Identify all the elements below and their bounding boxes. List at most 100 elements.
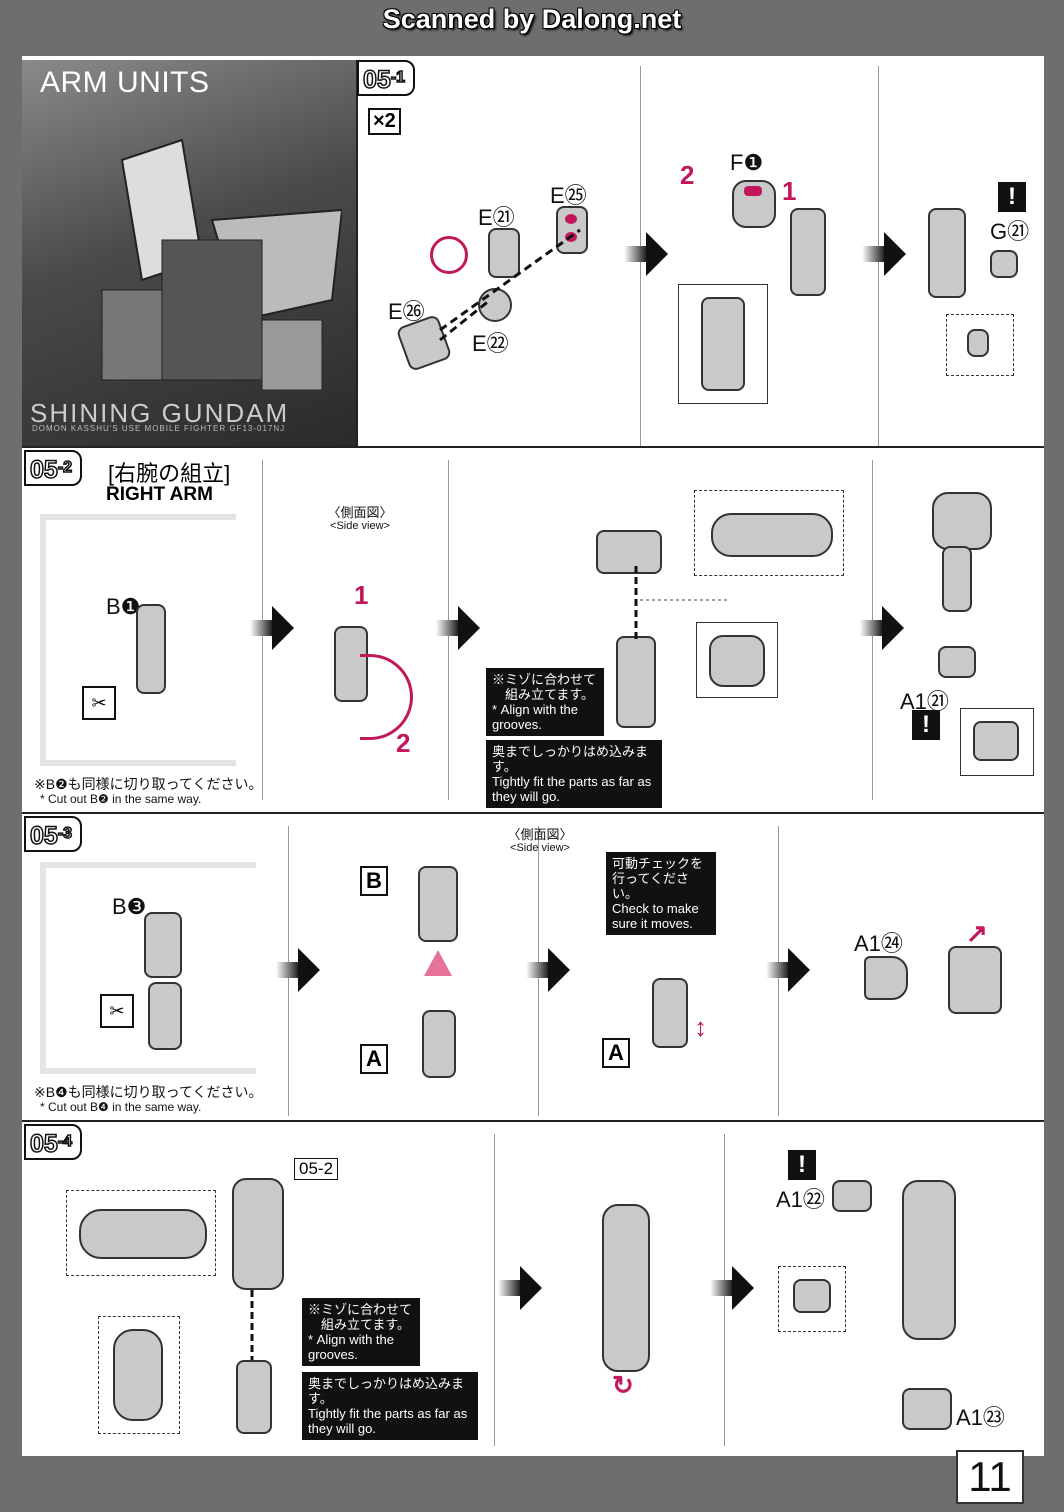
page-number: 11 xyxy=(956,1450,1024,1504)
part-label-e21: E㉑ xyxy=(478,205,515,230)
part-a1-24 xyxy=(864,956,908,1000)
side-view-label-jp: 〈側面図〉 xyxy=(507,827,573,842)
hero-subtitle: DOMON KASSHU'S USE MOBILE FIGHTER GF13-0… xyxy=(32,424,286,433)
sprue-runner xyxy=(40,514,236,766)
part-b3-arm xyxy=(148,982,182,1050)
arm-assembly xyxy=(902,1180,956,1340)
part-elbow xyxy=(596,530,662,574)
grooves-callout: ※ミゾに合わせて 組み立てます。* Align with the grooves… xyxy=(302,1298,420,1366)
hand-part xyxy=(418,866,458,942)
part-g21 xyxy=(990,250,1018,278)
next-arrow xyxy=(436,606,480,650)
joint-detail xyxy=(711,513,833,557)
row-divider xyxy=(22,812,1044,814)
nipper-icon: ✂ xyxy=(100,994,134,1028)
part-elbow xyxy=(932,492,992,550)
nipper-icon: ✂ xyxy=(82,686,116,720)
part-label-b1: B❶ xyxy=(106,594,141,619)
rotation-arrow: ↻ xyxy=(612,1370,634,1400)
part-f1 xyxy=(732,180,776,228)
part-a1-22 xyxy=(832,1180,872,1212)
cut-note-jp: ※B❹も同様に切り取ってください。 xyxy=(34,1084,263,1100)
caution-icon: ! xyxy=(912,710,940,740)
step-number: 05 xyxy=(29,455,58,485)
step-2-marker: 2 xyxy=(680,160,695,190)
socket-detail xyxy=(709,635,765,687)
step-sub: -4 xyxy=(57,1132,73,1151)
next-arrow xyxy=(862,232,906,276)
dashed-arrows xyxy=(250,1290,254,1360)
next-arrow xyxy=(766,948,810,992)
step-reference: 05-2 xyxy=(294,1158,339,1180)
grooves-en: * Align with the grooves. xyxy=(492,702,578,732)
step-05-1-label: 05-1 xyxy=(357,60,416,96)
step-2-marker: 2 xyxy=(396,728,411,758)
arm-part xyxy=(422,1010,456,1078)
hero-panel: ARM UNITS SHINING GUNDAM DOMON KASSHU'S … xyxy=(22,60,358,446)
detail-box xyxy=(66,1190,216,1276)
step-1-marker: 1 xyxy=(782,176,797,206)
socket-detail xyxy=(973,721,1019,761)
grooves-jp: ※ミゾに合わせて 組み立てます。 xyxy=(308,1302,413,1332)
step-sub: -1 xyxy=(390,68,406,87)
arm-assembly xyxy=(232,1178,284,1290)
step-number: 05 xyxy=(29,1129,58,1159)
tight-en: Tightly fit the parts as far as they wil… xyxy=(308,1406,468,1436)
check-jp: 可動チェックを 行ってください。 xyxy=(612,856,704,901)
socket-detail xyxy=(113,1329,163,1421)
tight-fit-callout: 奥までしっかりはめ込みます。Tightly fit the parts as f… xyxy=(486,740,662,808)
part-label-a1-22: A1㉒ xyxy=(776,1187,825,1212)
part-g21-detail xyxy=(967,329,989,357)
assembled-part xyxy=(701,297,745,391)
tight-jp: 奥までしっかりはめ込みます。 xyxy=(492,744,649,774)
side-view-label-en: <Side view> xyxy=(330,520,390,532)
detail-box xyxy=(960,708,1034,776)
part-upper-arm xyxy=(942,546,972,612)
detail-box xyxy=(98,1316,180,1434)
detail-box xyxy=(946,314,1014,376)
cut-note-jp: ※B❷も同様に切り取ってください。 xyxy=(34,776,263,792)
multiplier-badge: ×2 xyxy=(368,108,401,135)
part-label-b3: B❸ xyxy=(112,894,147,919)
step-number: 05 xyxy=(362,65,391,95)
next-arrow xyxy=(250,606,294,650)
arm-assembly xyxy=(928,208,966,298)
caution-icon: ! xyxy=(788,1150,816,1180)
part-label-e22: E㉒ xyxy=(472,331,509,356)
caution-icon: ! xyxy=(998,182,1026,212)
step-number: 05 xyxy=(29,821,58,851)
part-b3-hand xyxy=(144,912,182,978)
part-a1-22-detail xyxy=(793,1279,831,1313)
rotation-arrow: ↕ xyxy=(694,1012,707,1042)
part-label-a1-23: A1㉓ xyxy=(956,1405,1005,1430)
tight-en: Tightly fit the parts as far as they wil… xyxy=(492,774,652,804)
next-arrow xyxy=(860,606,904,650)
step-title-en: RIGHT ARM xyxy=(106,484,213,505)
next-arrow xyxy=(624,232,668,276)
part-group-label-a: A xyxy=(602,1038,630,1068)
hero-name: SHINING GUNDAM xyxy=(30,398,290,428)
step-05-3-label: 05-3 xyxy=(24,816,83,852)
detail-box xyxy=(696,622,778,698)
part-group-label-b: B xyxy=(360,866,388,896)
step-1-marker: 1 xyxy=(354,580,369,610)
detail-box xyxy=(778,1266,846,1332)
joint-detail xyxy=(79,1209,207,1259)
next-arrow xyxy=(526,948,570,992)
insert-arrow xyxy=(424,950,452,976)
step-sub: -3 xyxy=(57,824,73,843)
arm-assembly xyxy=(948,946,1002,1014)
row-divider xyxy=(22,1120,1044,1122)
part-e21 xyxy=(488,228,520,278)
check-en: Check to make sure it moves. xyxy=(612,901,699,931)
part-b1 xyxy=(136,604,166,694)
grooves-en: * Align with the grooves. xyxy=(308,1332,394,1362)
step-05-2-label: 05-2 xyxy=(24,450,83,486)
arm-assembly xyxy=(790,208,826,296)
side-view-label-en: <Side view> xyxy=(510,842,570,854)
sprue-runner xyxy=(40,862,256,1074)
part-label-a1-21: A1㉑ xyxy=(900,689,949,714)
arm-assembly xyxy=(602,1204,650,1372)
grooves-jp: ※ミゾに合わせて 組み立てます。 xyxy=(492,672,597,702)
next-arrow xyxy=(498,1266,542,1310)
